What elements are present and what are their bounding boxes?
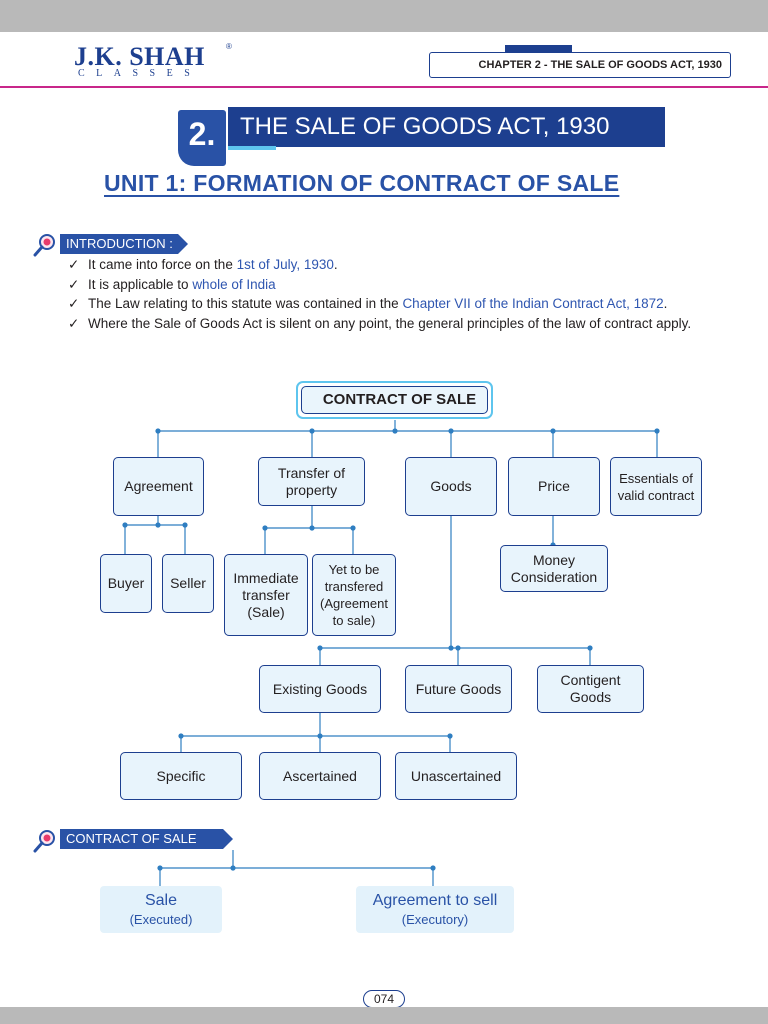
- sale-subtitle: (Executed): [129, 912, 193, 927]
- agreement-to-sell-box: Agreement to sell (Executory): [356, 886, 514, 933]
- logo-main-text: J.K. SHAH: [74, 42, 205, 71]
- check-icon: ✓: [68, 315, 80, 331]
- sale-box: Sale (Executed): [100, 886, 222, 933]
- agreement-to-sell-title: Agreement to sell: [372, 892, 498, 909]
- node-agreement: Agreement: [113, 457, 204, 516]
- node-immediate-transfer: Immediate transfer (Sale): [224, 554, 308, 636]
- check-icon: ✓: [68, 296, 80, 311]
- introduction-list: ✓ It came into force on the 1st of July,…: [66, 255, 729, 333]
- check-icon: ✓: [68, 276, 80, 292]
- node-goods: Goods: [405, 457, 497, 516]
- node-existing-goods: Existing Goods: [259, 665, 381, 713]
- node-price: Price: [508, 457, 600, 516]
- chapter-number: 2.: [178, 110, 226, 166]
- logo: J.K. SHAH CLASSES ®: [74, 42, 234, 80]
- chapter-accent: [505, 45, 572, 53]
- bottom-gray-bar: [0, 1007, 768, 1024]
- chapter-title: THE SALE OF GOODS ACT, 1930: [228, 107, 665, 147]
- chart-root-label: CONTRACT OF SALE: [301, 386, 488, 414]
- chart-connectors: [122, 420, 660, 752]
- contract-of-sale-tag: CONTRACT OF SALE: [60, 829, 233, 849]
- registered-mark: ®: [226, 42, 232, 51]
- list-item: ✓ The Law relating to this statute was c…: [66, 294, 729, 314]
- introduction-tag: INTRODUCTION :: [60, 234, 188, 254]
- node-buyer: Buyer: [100, 554, 152, 613]
- node-specific: Specific: [120, 752, 242, 800]
- node-ascertained: Ascertained: [259, 752, 381, 800]
- logo-sub-text: CLASSES: [78, 68, 202, 79]
- agreement-to-sell-subtitle: (Executory): [401, 912, 469, 927]
- node-future-goods: Future Goods: [405, 665, 512, 713]
- node-contigent-goods: Contigent Goods: [537, 665, 644, 713]
- chapter-header-box: CHAPTER 2 - THE SALE OF GOODS ACT, 1930: [429, 52, 731, 78]
- section2-connectors: [157, 850, 436, 886]
- node-unascertained: Unascertained: [395, 752, 517, 800]
- check-icon: ✓: [68, 257, 80, 272]
- chart-root-node: CONTRACT OF SALE: [296, 381, 493, 419]
- node-essentials: Essentials of valid contract: [610, 457, 702, 516]
- list-item: ✓ It is applicable to whole of India: [66, 275, 729, 295]
- magnifier-icon: [33, 830, 55, 853]
- title-underline-accent: [228, 146, 276, 150]
- top-gray-bar: [0, 0, 768, 32]
- node-money-consideration: Money Consideration: [500, 545, 608, 592]
- page-number: 074: [363, 990, 405, 1008]
- contract-of-sale-chart: CONTRACT OF SALE Agreement Transfer of p…: [0, 378, 768, 838]
- magnifier-icon: [33, 234, 55, 257]
- list-item: ✓ It came into force on the 1st of July,…: [66, 255, 729, 275]
- node-yet-to-be-transfered: Yet to be transfered (Agreement to sale): [312, 554, 396, 636]
- node-transfer-of-property: Transfer of property: [258, 457, 365, 506]
- sale-title: Sale: [144, 892, 178, 909]
- header-divider: [0, 86, 768, 88]
- unit-title: UNIT 1: FORMATION OF CONTRACT OF SALE: [104, 170, 620, 196]
- node-seller: Seller: [162, 554, 214, 613]
- chapter-header-text: CHAPTER 2 - THE SALE OF GOODS ACT, 1930: [478, 59, 722, 71]
- list-item: ✓ Where the Sale of Goods Act is silent …: [66, 314, 729, 334]
